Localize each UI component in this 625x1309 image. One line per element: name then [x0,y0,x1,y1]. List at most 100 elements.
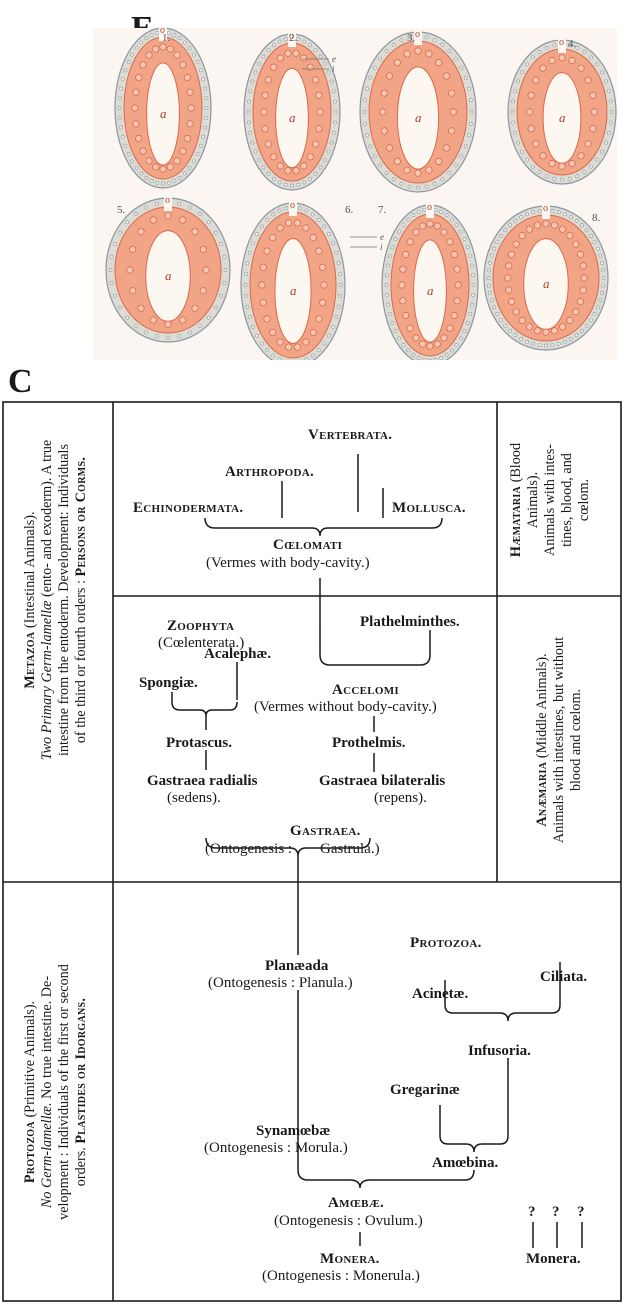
node-synamoebae-sub: (Ontogenesis : Morula.) [204,1140,348,1156]
stage-number-8: 8. [592,212,601,224]
node-zoophyta: Zoophyta [167,618,235,634]
haemataria-line5: cœlom. [576,478,592,522]
node-amoebae-sub: (Ontogenesis : Ovulum.) [274,1213,423,1229]
node-acalephae: Acalephæ. [204,646,272,662]
node-planaeada: Planæada [265,958,329,974]
node-vertebrata: Vertebrata. [308,427,393,443]
metazoa-title-desc: (Intestinal Animals). [22,511,38,632]
node-ciliata: Ciliata. [540,969,588,985]
node-gregarinae: Gregarinæ [390,1082,460,1098]
embryo-stage-8 [483,205,609,351]
node-planaeada-sub: (Ontogenesis : Planula.) [208,975,353,991]
node-plathelminthes: Plathelminthes. [360,614,460,630]
node-monera-sub: (Ontogenesis : Monerula.) [262,1268,420,1284]
chart-outer-border [2,401,622,1302]
node-gastraea-bilateralis: Gastraea bilateralis [319,773,446,789]
protozoa-line3: velopment : Individuals of the first or … [56,964,72,1220]
embryo-stage-7 [381,204,479,360]
metazoa-germ-desc: (ento- and exoderm). A true [39,439,55,601]
cavity-label: a [165,268,172,283]
side-label-metazoa: Metazoa (Intestinal Animals). Two Primar… [22,410,90,790]
protozoa-line4: orders. [73,1143,89,1187]
node-acoelomi-sub: (Vermes without body-cavity.) [254,699,437,715]
protozoa-germ: No Germ-lamellæ. [39,1102,55,1209]
node-acoelomi: Accelomi [332,682,400,698]
anaemaria-line3: blood and cœlom. [568,688,584,792]
metazoa-persons: Persons or Corms. [73,456,89,577]
node-amoebae: Amœbæ. [328,1195,385,1211]
metazoa-line4: of the third or fourth orders : [73,576,89,744]
stage-number-5: 5. [117,204,126,216]
node-protascus: Protascus. [166,735,232,751]
node-protozoa: Protozoa. [410,935,482,951]
node-acinetae: Acinetæ. [412,986,469,1002]
cavity-label: a [290,283,297,298]
cavity-label: a [559,110,566,125]
layer-label: e [332,54,336,64]
node-coelomati: Cœlomati [273,537,343,553]
metazoa-line3: intestine from the entoderm. Development… [56,443,72,757]
protozoa-side-title: Protozoa [22,1121,38,1184]
panel-letter-c: C [8,363,33,400]
protozoa-side-desc: (Primitive Animals). [22,1000,38,1122]
anaemaria-line2: Animals with intestines, but without [551,636,567,844]
node-arthropoda: Arthropoda. [225,464,314,480]
node-spongiae: Spongiæ. [139,675,198,691]
mouth-label: o [427,202,432,213]
node-gastraea-sub-right: Gastrula.) [320,841,380,857]
node-question-3: ? [577,1204,585,1220]
cavity-label: a [289,110,296,125]
node-mollusca: Mollusca. [392,500,466,516]
mouth-label: o [290,200,295,211]
layer-label: e [380,232,384,242]
node-gastraea: Gastraea. [290,823,361,839]
node-echinodermata: Echinodermata. [133,500,244,516]
haemataria-line3: Animals with intes- [542,444,558,556]
embryo-stage-2 [243,33,341,191]
side-label-anaemaria: Anæmaria (Middle Animals). Animals with … [534,605,585,875]
node-monera: Monera. [320,1251,380,1267]
metazoa-title: Metazoa [22,631,38,689]
mouth-label: o [543,203,548,214]
mouth-label: o [415,29,420,40]
node-question-2: ? [552,1204,560,1220]
stage-number-4: 4. [568,38,577,50]
mouth-label: o [289,31,294,42]
embryo-stage-6 [240,202,346,360]
cavity-label: a [543,276,550,291]
stage-number-3: 3. [407,32,416,44]
node-question-1: ? [528,1204,536,1220]
cavity-label: a [160,106,167,121]
tree-connectors [171,454,583,1248]
layer-label: i [380,242,383,252]
mouth-label: o [559,37,564,48]
stage-number-1: 1. [162,32,171,44]
side-label-haemataria: Hæmataria (Blood Animals). Animals with … [508,410,593,590]
mouth-label: o [160,25,165,36]
node-prothelmis: Prothelmis. [332,735,406,751]
layer-label: i [332,64,335,74]
cavity-label: a [415,110,422,125]
embryo-stage-1 [114,27,212,189]
node-amoebina: Amœbina. [432,1155,499,1171]
embryo-stage-5 [105,197,231,343]
stage-number-2: 2. [289,32,298,44]
metazoa-germ: Two Primary Germ-lamellæ [39,600,55,761]
stage-number-7: 7. [378,204,387,216]
embryo-stage-3 [359,31,477,193]
side-label-protozoa: Protozoa (Primitive Animals). No Germ-la… [22,892,90,1292]
stage-number-6: 6. [345,204,354,216]
mouth-label: o [165,195,170,206]
protozoa-plastides: Plastides or Idorgans. [73,997,89,1144]
node-zoophyta-sub: (Cœlenterata.) [158,635,245,651]
node-gastraea-radialis: Gastraea radialis [147,773,258,789]
node-monera-small: Monera. [526,1251,581,1267]
node-gastraea-radialis-sub: (sedens). [167,790,221,806]
node-synamoebae: Synamœbæ [256,1123,331,1139]
anaemaria-desc: (Middle Animals). [534,653,550,762]
haemataria-line2: Animals). [525,471,541,529]
node-gastraea-bilateralis-sub: (repens). [374,790,427,806]
